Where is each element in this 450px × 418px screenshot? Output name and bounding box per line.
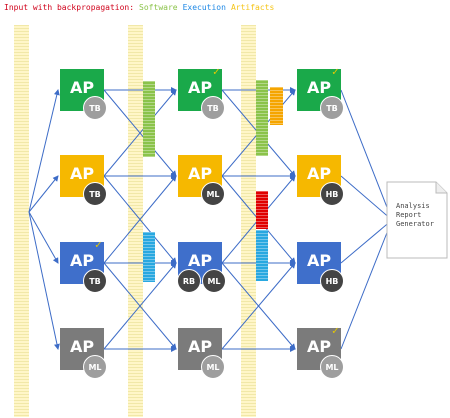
badge-tb: TB: [201, 96, 225, 120]
ap-node-c2-r2: AP: [178, 155, 222, 197]
ap-node-c3-r1: AP: [297, 69, 341, 111]
edge-c2r4-c3r3: [221, 262, 296, 350]
execution-segment-2: [256, 230, 268, 281]
input-segment-2: [256, 191, 268, 229]
check-icon: ✓: [213, 65, 220, 78]
report-document-icon: [386, 181, 448, 259]
stage-bar-2: [241, 25, 256, 417]
legend-artifacts: Artifacts: [230, 3, 275, 12]
check-icon: ✓: [95, 238, 102, 251]
badge-ml: ML: [201, 182, 225, 206]
software-segment-1: [143, 81, 155, 157]
badge-tb: TB: [320, 96, 344, 120]
badge-rb: RB: [177, 269, 201, 293]
report-arrow-r4: [340, 219, 393, 350]
report-line-2: Report: [396, 211, 422, 219]
badge-tb: TB: [83, 182, 107, 206]
software-segment-2: [256, 80, 268, 156]
badge-tb: TB: [83, 96, 107, 120]
badge-hb: HB: [320, 182, 344, 206]
input-arrow-r1: [28, 89, 60, 213]
badge-hb: HB: [320, 269, 344, 293]
check-icon: ✓: [332, 65, 339, 78]
badge-ml: ML: [83, 355, 107, 379]
execution-segment-1: [143, 232, 155, 282]
report-arrow-r2: [340, 175, 393, 221]
badge-ml: ML: [201, 355, 225, 379]
report-line-1: Analysis: [396, 202, 430, 210]
edge-c1r3-c2r2: [103, 175, 177, 264]
ap-node-c1-r4: AP: [60, 328, 104, 370]
badge-tb: TB: [83, 269, 107, 293]
input-arrow-r3: [28, 211, 59, 264]
report-arrow-r1: [340, 89, 393, 221]
input-arrow-r4: [28, 211, 60, 350]
badge-ml: ML: [202, 269, 226, 293]
ap-node-c1-r3: AP: [60, 242, 104, 284]
report-line-3: Generator: [396, 220, 434, 228]
report-arrow-r3: [340, 219, 393, 264]
edge-c1r2-c2r1: [103, 89, 177, 177]
check-icon: ✓: [332, 324, 339, 337]
legend: Input with backpropagation: Software Execu…: [4, 3, 279, 12]
legend-prefix: Input with backpropagation:: [4, 3, 135, 12]
artifacts-segment-2: [270, 87, 283, 125]
input-arrow-r2: [28, 175, 59, 213]
report-label: Analysis Report Generator: [396, 202, 446, 229]
legend-software: Software: [139, 3, 178, 12]
legend-execution: Execution: [182, 3, 226, 12]
edge-c1r4-c2r3: [103, 262, 177, 350]
badge-ml: ML: [320, 355, 344, 379]
input-bar: [14, 25, 29, 417]
